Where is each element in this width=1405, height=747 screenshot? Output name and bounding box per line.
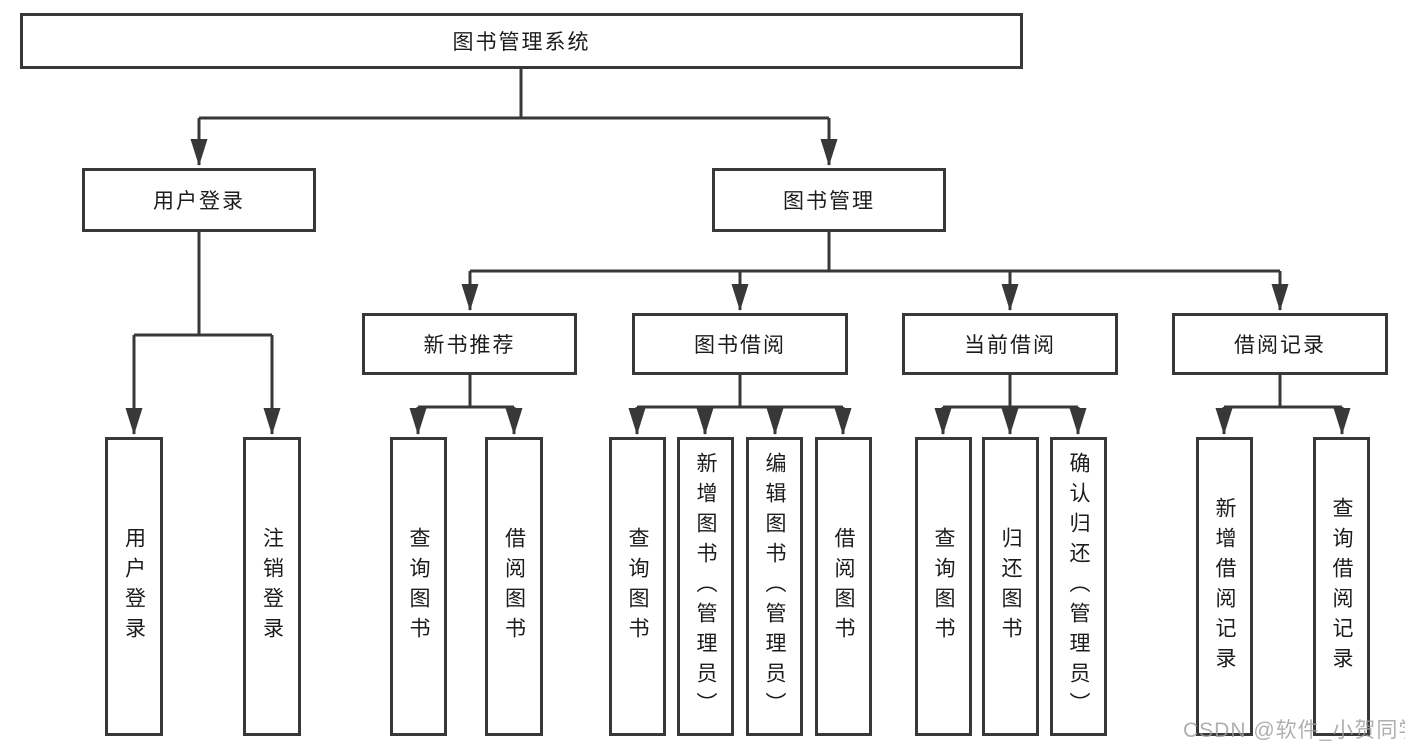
node-edit-book-admin: 编辑图书（管理员） — [746, 437, 803, 736]
csdn-watermark: CSDN @软件_小贺同学 — [1183, 719, 1405, 742]
node-borrow-books-recommend-label: 借阅图书 — [502, 526, 526, 647]
node-current-borrowing-label: 当前借阅 — [964, 334, 1056, 357]
node-confirm-return-admin: 确认归还（管理员） — [1050, 437, 1107, 736]
current-borrowing-rail — [943, 375, 1078, 409]
node-add-borrow-record-label: 新增借阅记录 — [1213, 496, 1236, 677]
node-add-book-admin-label: 新增图书（管理员） — [694, 451, 717, 722]
node-borrowing-records-label: 借阅记录 — [1234, 334, 1326, 357]
node-edit-book-admin-label: 编辑图书（管理员） — [763, 451, 786, 722]
node-return-books-label: 归还图书 — [999, 526, 1022, 647]
node-new-book-recommend-label: 新书推荐 — [423, 334, 516, 357]
book-management-rail — [470, 232, 1280, 273]
node-query-books-borrowing-label: 查询图书 — [626, 526, 649, 647]
node-book-management: 图书管理 — [712, 168, 946, 232]
node-root-label: 图书管理系统 — [452, 31, 591, 54]
node-root: 图书管理系统 — [20, 13, 1023, 69]
node-return-books: 归还图书 — [982, 437, 1039, 736]
node-current-borrowing: 当前借阅 — [902, 313, 1118, 375]
node-user-login: 用户登录 — [82, 168, 316, 232]
node-user-login-label: 用户登录 — [153, 190, 245, 213]
node-add-borrow-record: 新增借阅记录 — [1196, 437, 1253, 736]
node-query-borrow-record-label: 查询借阅记录 — [1330, 496, 1353, 677]
node-confirm-return-admin-label: 确认归还（管理员） — [1067, 451, 1090, 722]
node-logout-leaf: 注销登录 — [243, 437, 301, 736]
node-borrow-books-recommend: 借阅图书 — [485, 437, 543, 736]
node-query-books-recommend-label: 查询图书 — [407, 526, 430, 647]
root-rail — [199, 69, 829, 120]
node-user-login-leaf: 用户登录 — [105, 437, 163, 736]
node-user-login-leaf-label: 用户登录 — [122, 526, 146, 647]
borrowing-records-rail — [1224, 375, 1342, 409]
node-query-books-recommend: 查询图书 — [390, 437, 447, 736]
node-query-books-current-label: 查询图书 — [932, 526, 955, 647]
node-logout-leaf-label: 注销登录 — [260, 526, 284, 647]
node-query-borrow-record: 查询借阅记录 — [1313, 437, 1370, 736]
node-add-book-admin: 新增图书（管理员） — [677, 437, 734, 736]
node-borrow-books-borrowing: 借阅图书 — [815, 437, 872, 736]
node-borrowing-records: 借阅记录 — [1172, 313, 1388, 375]
node-borrow-books-borrowing-label: 借阅图书 — [832, 526, 855, 647]
node-query-books-borrowing: 查询图书 — [609, 437, 666, 736]
book-borrowing-rail — [637, 375, 843, 409]
node-book-management-label: 图书管理 — [783, 190, 875, 213]
node-new-book-recommend: 新书推荐 — [362, 313, 577, 375]
node-book-borrowing-label: 图书借阅 — [694, 334, 786, 357]
new-book-recommend-rail — [418, 375, 514, 409]
user-login-rail — [134, 232, 272, 337]
node-book-borrowing: 图书借阅 — [632, 313, 848, 375]
node-query-books-current: 查询图书 — [915, 437, 972, 736]
